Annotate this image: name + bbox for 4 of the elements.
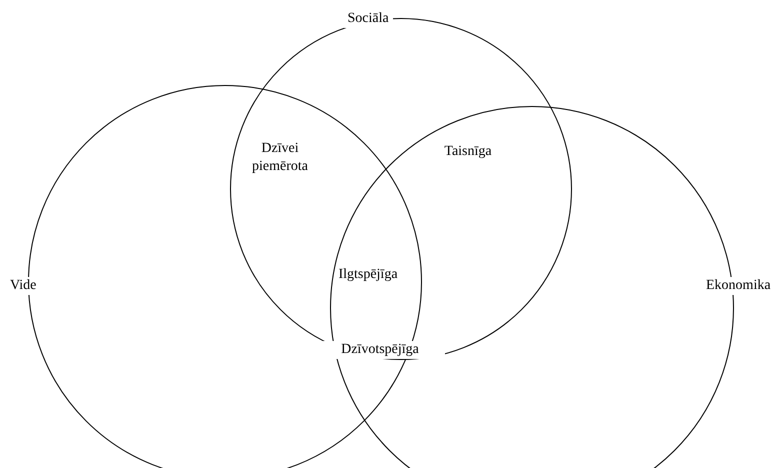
region-label: Taisnīga — [443, 143, 493, 161]
region-label: Dzīvei piemērota — [251, 140, 309, 176]
region-label: Ilgtspējīga — [337, 266, 399, 284]
set-label: Sociāla — [344, 10, 393, 28]
